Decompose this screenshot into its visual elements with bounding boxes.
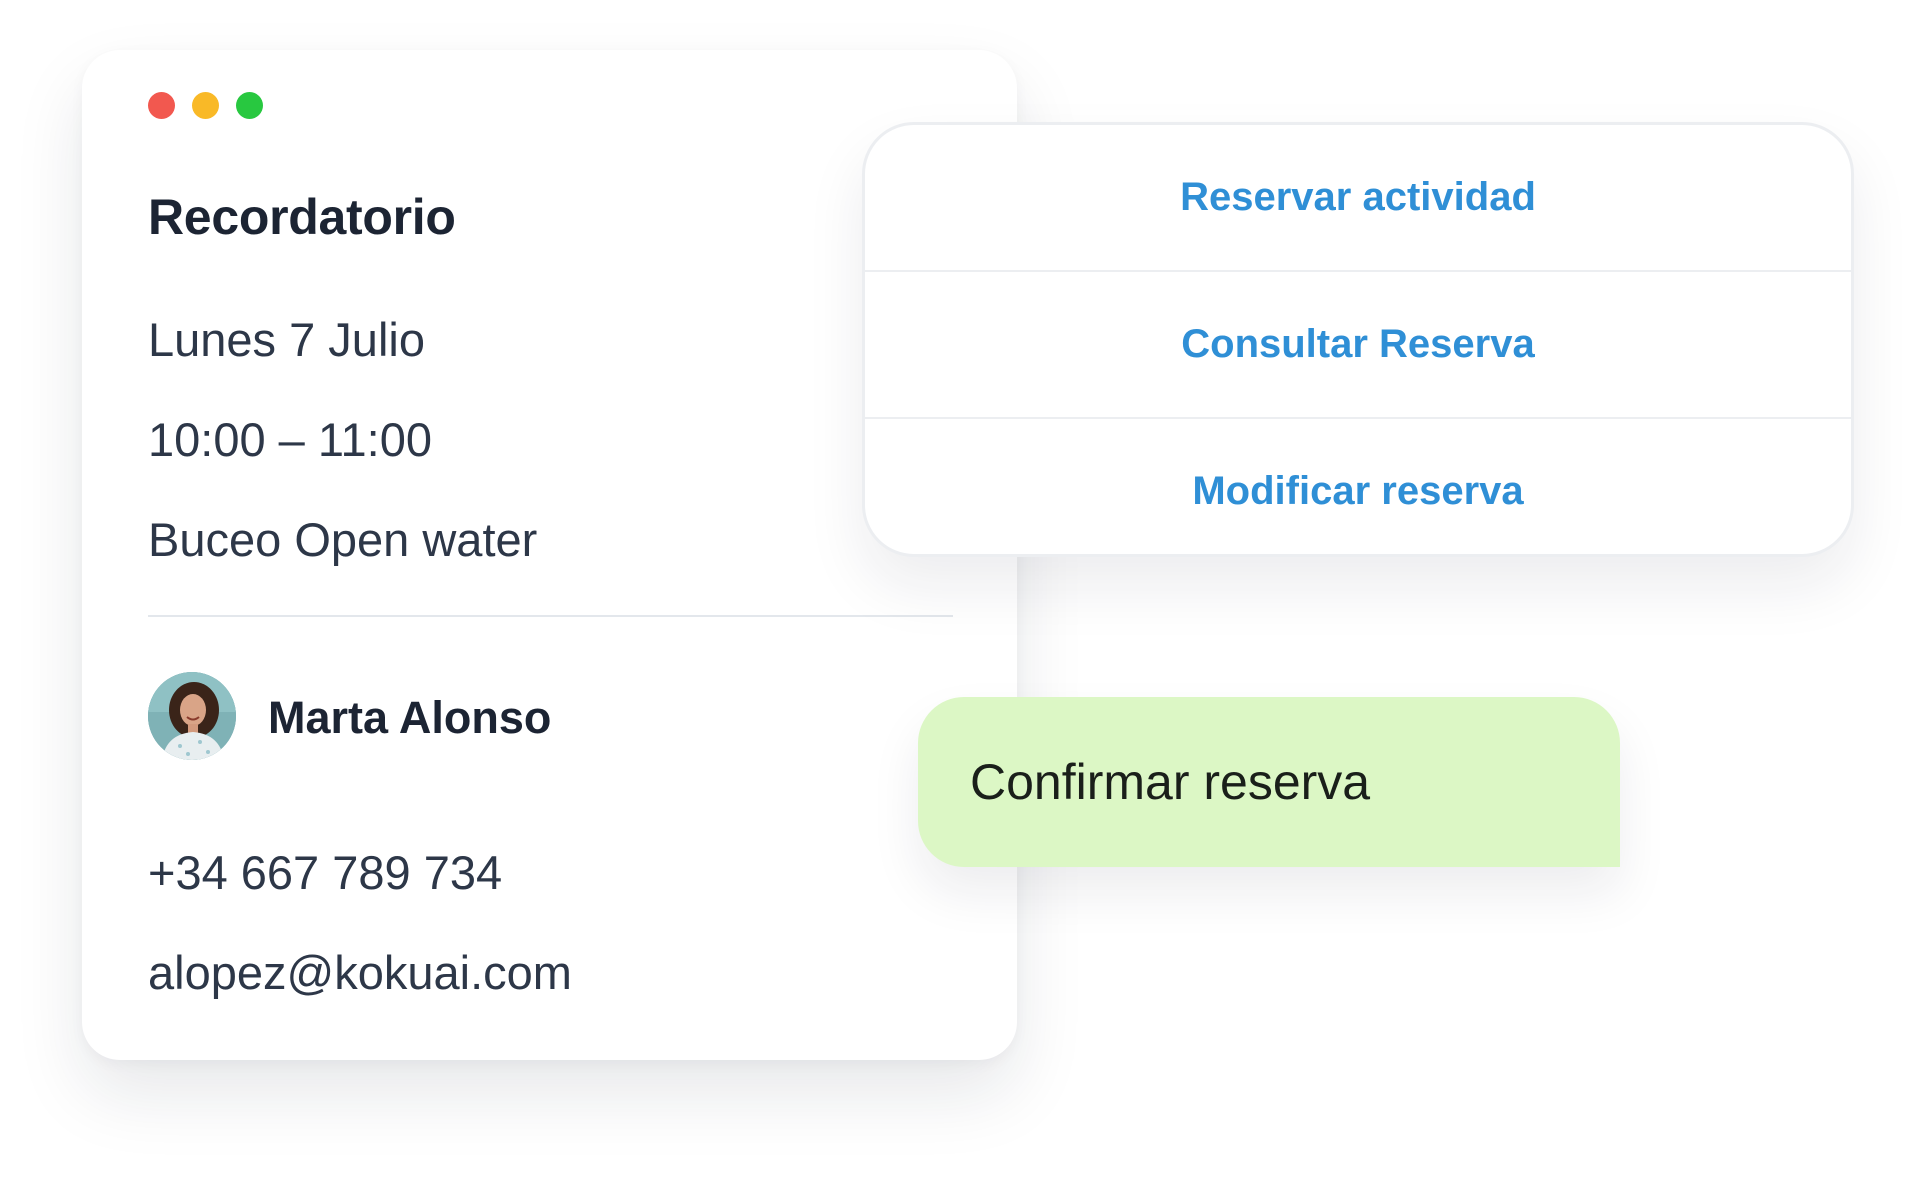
contact-email: alopez@kokuai.com <box>148 946 572 999</box>
contact-name: Marta Alonso <box>268 692 552 743</box>
menu-item-reservar-actividad[interactable]: Reservar actividad <box>1180 175 1536 219</box>
maximize-dot[interactable] <box>236 92 263 119</box>
avatar-image <box>148 672 236 760</box>
contact-phone: +34 667 789 734 <box>148 846 503 899</box>
menu-item-consultar-reserva[interactable]: Consultar Reserva <box>865 270 1851 417</box>
close-dot[interactable] <box>148 92 175 119</box>
reminder-activity: Buceo Open water <box>148 513 538 566</box>
reminder-title: Recordatorio <box>148 189 456 245</box>
avatar <box>148 672 236 760</box>
reminder-card: Recordatorio Lunes 7 Julio 10:00 – 11:00… <box>82 50 1017 1060</box>
reminder-time: 10:00 – 11:00 <box>148 413 432 466</box>
window-controls <box>148 92 263 119</box>
reservation-options-menu: Reservar actividad Consultar Reserva Mod… <box>862 122 1854 557</box>
reminder-date: Lunes 7 Julio <box>148 313 425 366</box>
divider <box>148 615 953 617</box>
confirm-reservation-button[interactable]: Confirmar reserva <box>918 697 1620 867</box>
menu-item-modificar-reserva[interactable]: Modificar reserva <box>865 417 1851 554</box>
minimize-dot[interactable] <box>192 92 219 119</box>
